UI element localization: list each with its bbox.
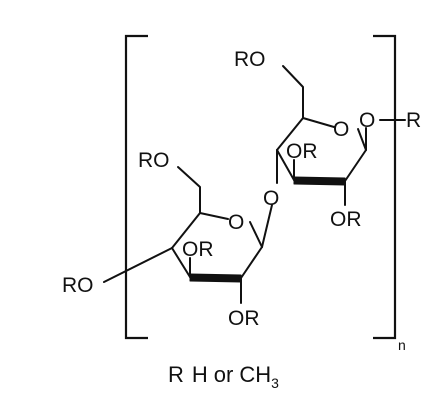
right-bracket xyxy=(373,34,397,340)
bond-upper-ch2 xyxy=(282,65,304,119)
label-ro-ch2-lower: RO xyxy=(138,149,170,172)
bond-upper-c4-c3 xyxy=(276,149,295,181)
label-or-c2-upper: OR xyxy=(330,208,362,231)
bond-upper-c5-c4 xyxy=(276,117,304,151)
caption-ch: CH xyxy=(239,362,271,387)
caption-ch-subscript: 3 xyxy=(271,375,279,391)
left-bracket xyxy=(124,34,148,340)
bond-lower-front-edge xyxy=(189,273,242,283)
label-ring-o-lower: O xyxy=(228,211,244,234)
label-or-c3-upper: OR xyxy=(286,140,318,163)
bond-upper-c2-c1 xyxy=(344,149,367,182)
label-bridge-o: O xyxy=(263,187,279,210)
bond-lower-c4-c3 xyxy=(171,247,191,278)
bond-lower-c5-o xyxy=(199,212,229,220)
repeat-subscript: n xyxy=(398,337,406,353)
bond-upper-c5-o xyxy=(302,117,335,128)
label-ring-o-upper: O xyxy=(333,118,349,141)
bond-lower-c2-c1 xyxy=(240,246,263,279)
bond-lower-c1-bridge xyxy=(261,204,273,248)
bond-lower-ch2 xyxy=(177,166,201,214)
label-glycosidic-o: O xyxy=(359,109,375,132)
label-ro-ch2-upper: RO xyxy=(234,48,266,71)
label-r-terminal: R xyxy=(406,109,421,132)
caption-or: or xyxy=(214,362,234,387)
bond-lower-c4-ro xyxy=(103,247,173,283)
bond-upper-o-c1 xyxy=(357,128,367,151)
bond-upper-front-edge xyxy=(293,176,346,186)
bond-lower-o-c1 xyxy=(249,221,263,248)
caption-h: H xyxy=(192,362,208,387)
label-or-c3-lower: OR xyxy=(182,238,214,261)
caption-r: R xyxy=(168,362,184,387)
bond-lower-c5-c4 xyxy=(171,212,201,249)
label-or-c2-lower: OR xyxy=(228,307,260,330)
label-ro-c4-lower: RO xyxy=(62,274,94,297)
